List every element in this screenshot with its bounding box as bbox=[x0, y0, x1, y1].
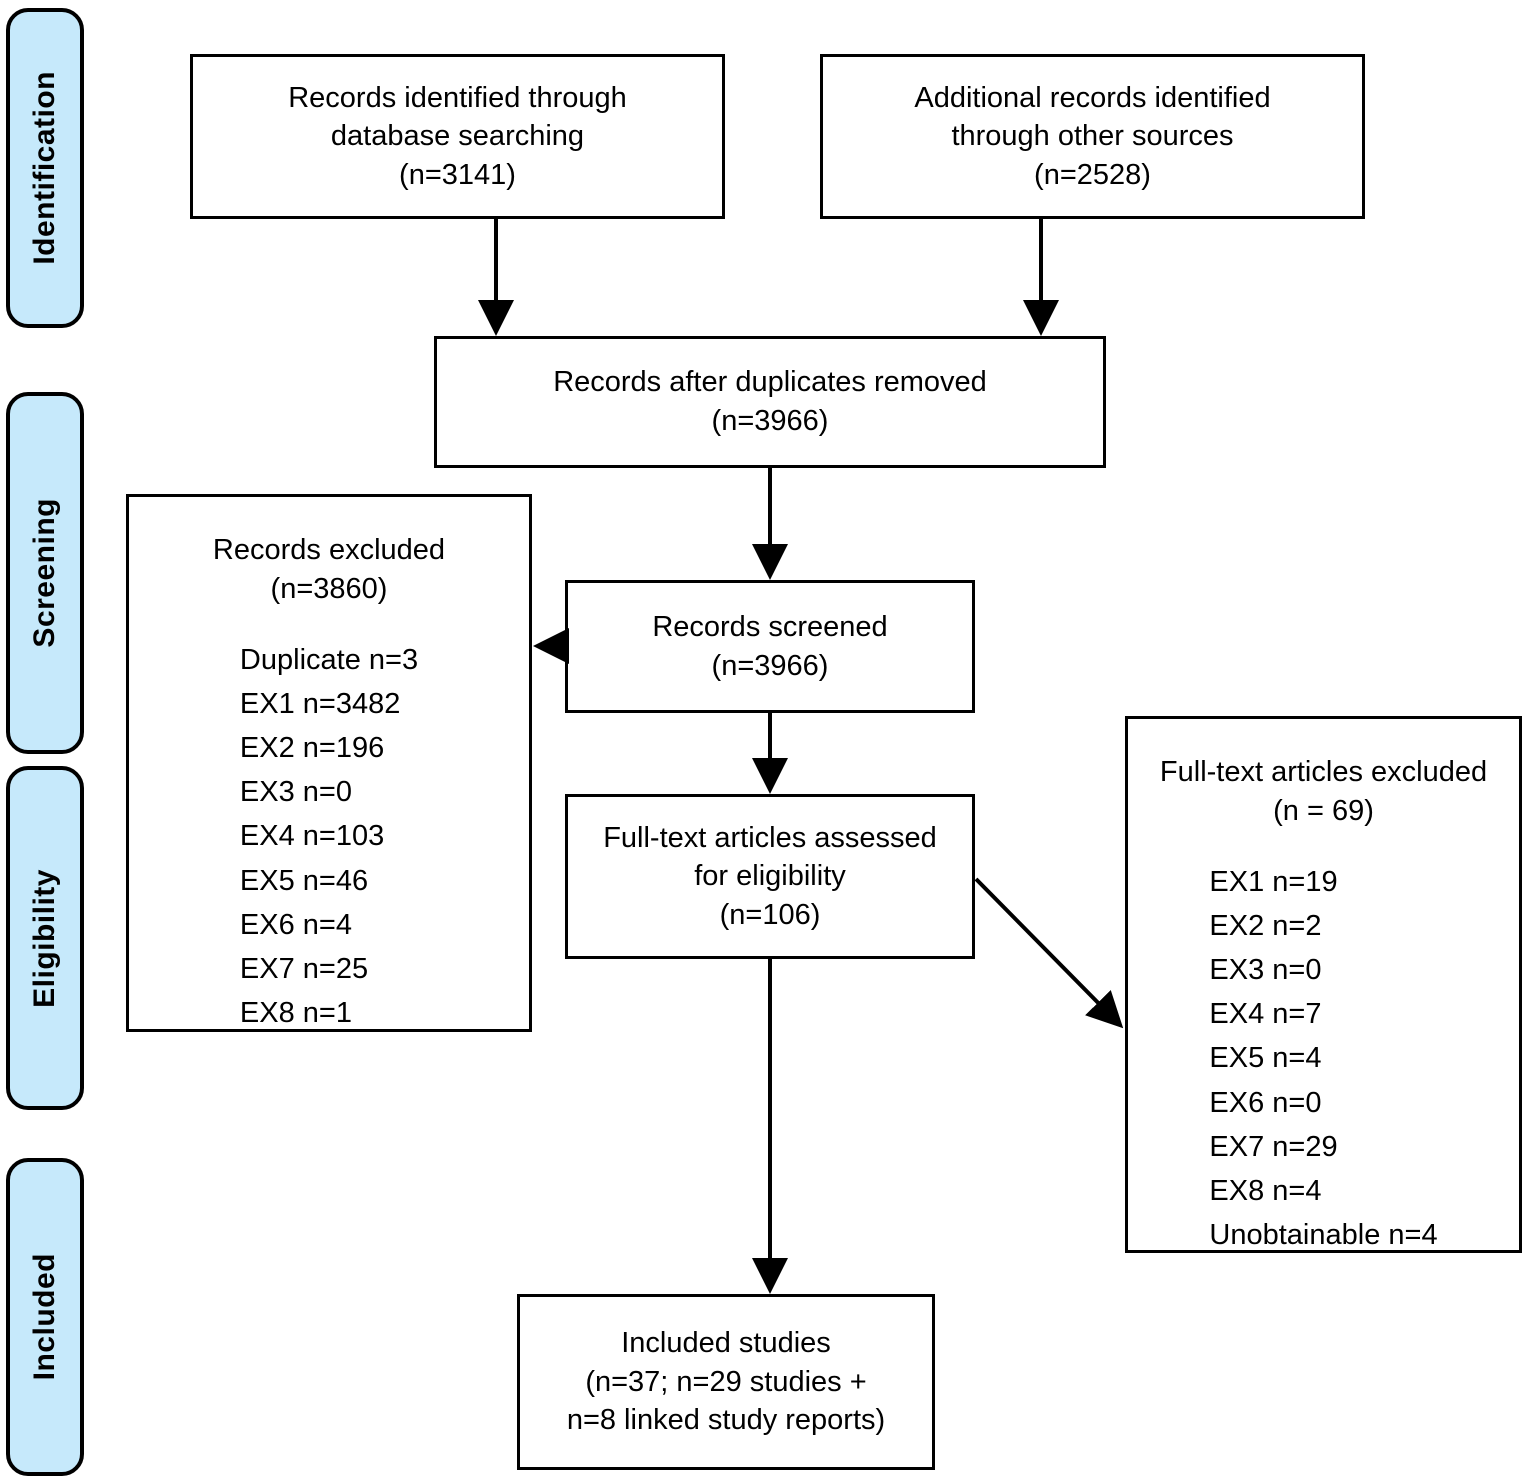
box-fulltext-articles-excluded-reasons: EX1 n=19 EX2 n=2 EX3 n=0 EX4 n=7 EX5 n=4… bbox=[1209, 866, 1438, 1251]
stage-band-screening: Screening bbox=[6, 392, 84, 754]
box-records-identified-database: Records identified through database sear… bbox=[190, 54, 725, 219]
box-fulltext-assessed-eligibility: Full-text articles assessed for eligibil… bbox=[565, 794, 975, 959]
box-records-after-duplicates-removed-text: Records after duplicates removed (n=3966… bbox=[553, 366, 987, 437]
box-fulltext-articles-excluded-title: Full-text articles excluded (n = 69) bbox=[1159, 756, 1488, 827]
box-records-excluded-reasons: Duplicate n=3 EX1 n=3482 EX2 n=196 EX3 n… bbox=[239, 644, 419, 1029]
stage-band-included: Included bbox=[6, 1158, 84, 1476]
box-records-excluded: Records excluded (n=3860) Duplicate n=3 … bbox=[126, 494, 532, 1032]
box-records-screened-text: Records screened (n=3966) bbox=[652, 610, 888, 682]
box-additional-records-other-sources: Additional records identified through ot… bbox=[820, 54, 1365, 219]
stage-label-eligibility: Eligibility bbox=[28, 868, 61, 1008]
box-fulltext-assessed-eligibility-text: Full-text articles assessed for eligibil… bbox=[603, 821, 937, 931]
box-additional-records-other-sources-text: Additional records identified through ot… bbox=[914, 81, 1271, 191]
stage-band-identification: Identification bbox=[6, 8, 84, 328]
stage-band-eligibility: Eligibility bbox=[6, 766, 84, 1110]
box-included-studies-text: Included studies (n=37; n=29 studies + n… bbox=[566, 1327, 886, 1437]
arrow-fulltext-to-fulltext-excluded bbox=[974, 877, 1124, 1029]
box-records-identified-database-text: Records identified through database sear… bbox=[288, 81, 627, 191]
box-records-after-duplicates-removed: Records after duplicates removed (n=3966… bbox=[434, 336, 1106, 468]
stage-label-identification: Identification bbox=[28, 71, 61, 265]
stage-label-screening: Screening bbox=[28, 498, 61, 648]
box-records-screened: Records screened (n=3966) bbox=[565, 580, 975, 713]
box-fulltext-articles-excluded: Full-text articles excluded (n = 69) EX1… bbox=[1125, 716, 1522, 1253]
box-records-excluded-title: Records excluded (n=3860) bbox=[212, 534, 446, 605]
box-included-studies: Included studies (n=37; n=29 studies + n… bbox=[517, 1294, 935, 1470]
stage-label-included: Included bbox=[28, 1253, 61, 1381]
